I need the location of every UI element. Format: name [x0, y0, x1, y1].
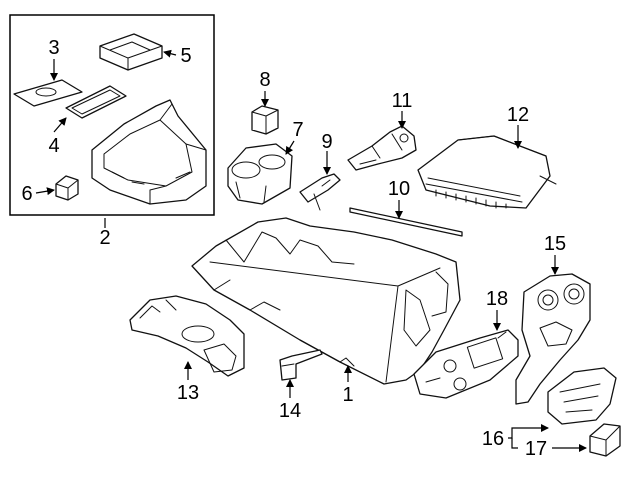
callout-8: 8 [259, 69, 270, 91]
leader-7 [285, 140, 295, 155]
callout-11: 11 [392, 90, 413, 112]
part-4-mat [65, 85, 127, 119]
callout-1: 1 [342, 384, 353, 406]
callout-18: 18 [486, 288, 508, 310]
part-8-clip [251, 105, 279, 135]
callout-6: 6 [21, 183, 32, 205]
part-15-vent-panel [515, 273, 591, 405]
part-14-knob [279, 349, 323, 381]
part-17-switch [589, 423, 621, 457]
callout-17: 17 [525, 438, 547, 460]
part-2-storage-bin [91, 99, 207, 205]
part-10-rod [349, 207, 463, 237]
part-1-console-body [191, 217, 461, 385]
part-18-control-panel [413, 329, 519, 399]
part-16-bracket [547, 367, 617, 425]
leader-6 [35, 187, 55, 196]
part-3-tray-pad [13, 79, 83, 107]
leader-4 [53, 117, 67, 133]
leader-16-bracket [511, 438, 518, 449]
callout-9: 9 [321, 131, 332, 153]
part-5-cover [99, 33, 163, 71]
callout-4: 4 [48, 135, 59, 157]
callout-2: 2 [99, 227, 110, 249]
kit-frame [9, 14, 215, 216]
callout-10: 10 [388, 178, 410, 200]
part-13-rear-section [129, 295, 245, 377]
callout-3: 3 [48, 37, 59, 59]
callout-12: 12 [507, 104, 529, 126]
part-6-clip [55, 175, 79, 201]
callout-13: 13 [177, 382, 199, 404]
leader-lines [35, 49, 587, 452]
part-7-cup-holder [227, 143, 293, 205]
leader-16 [508, 424, 549, 439]
callout-7: 7 [292, 119, 303, 141]
callout-16: 16 [482, 428, 504, 450]
callout-labels: 3 4 5 6 2 8 7 9 11 12 10 15 18 1 14 13 1… [21, 37, 566, 460]
callout-5: 5 [180, 45, 191, 67]
leader-5 [163, 49, 177, 58]
callout-14: 14 [279, 400, 301, 422]
callout-15: 15 [544, 233, 566, 255]
part-11-bracket [347, 125, 417, 171]
part-9-connector [299, 173, 341, 211]
part-12-lid [417, 135, 557, 209]
